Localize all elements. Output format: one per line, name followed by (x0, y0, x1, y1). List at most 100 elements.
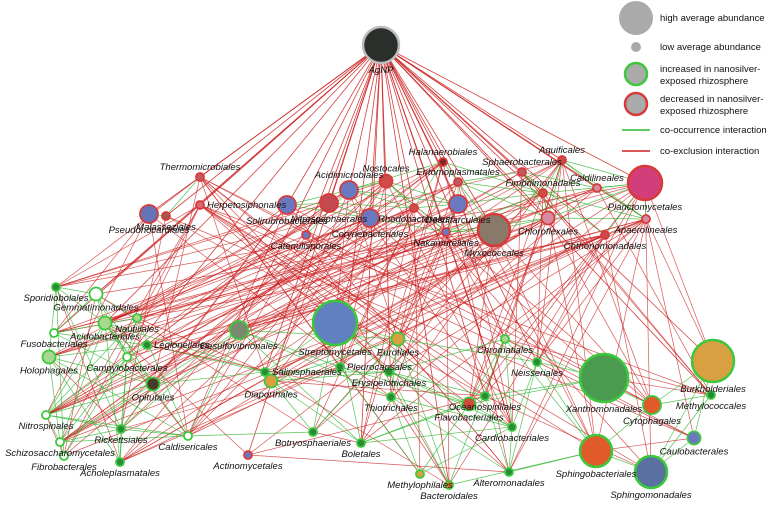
edge-Planctomycetales-Eurotiales (397, 182, 646, 340)
edge-Desulfovibrionales-Thiotrichales (238, 329, 392, 398)
edge-Anaerolineales-Boletales (360, 218, 647, 444)
edge-Aquificales-Neisseriales (536, 159, 563, 363)
edge-Opitutales-Schizosaccharomycetales (59, 383, 154, 443)
node-label-bacteroidales: Bacteroidales (420, 491, 478, 502)
edge-Oceanospirillales-Sphingomonadales (484, 395, 652, 473)
edge-Salinisphaerales-Bacteroidales (264, 371, 450, 486)
node-label-acholeplasmatales: Acholeplasmatales (79, 468, 160, 479)
node-label-burkholderiales: Burkholderiales (680, 384, 746, 395)
legend-high-abundance-label: high average abundance (660, 13, 765, 24)
node-label-nitrospinales: Nitrospinales (19, 421, 74, 432)
edge-Chromatiales-Erysipelotrichales (388, 338, 506, 373)
edge-AgNP-Acidimicrobiales (348, 44, 382, 191)
edge-Thermomicrobiales-Oceanospirillales (199, 176, 486, 397)
legend-low-abundance-marker (631, 42, 641, 52)
edge-Sporidiobolales-Acholeplasmatales (55, 286, 121, 463)
node-chromatiales (500, 334, 510, 344)
edge-Eurotiales-Diaporthales (270, 338, 399, 382)
edge-Entomoplasmatales-Eurotiales (397, 181, 459, 340)
edge-Cardiobacteriales-Methylophilales (419, 426, 513, 475)
node-acidimicrobiales (339, 180, 359, 200)
edge-Nautiliales-Caldisericales (136, 317, 189, 437)
node-flavobacteriales (461, 396, 477, 412)
node-label-myxococcales: Myxococcales (464, 248, 524, 259)
edge-Chthonomonadales-Oceanospirillales (484, 234, 606, 397)
edge-Planctomycetales-Flavobacteriales (468, 182, 646, 405)
edge-Fimbriimonadales-Schizosaccharomycetales (59, 192, 544, 443)
node-oceanospirillales (480, 391, 490, 401)
node-label-erysipelotrichales: Erysipelotrichales (352, 378, 427, 389)
edge-Aquificales-Nitrospinales (45, 159, 563, 416)
edge-Eurotiales-Alteromonadales (397, 338, 510, 473)
node-label-nostocales: Nostocales (363, 164, 410, 175)
edge-Planctomycetales-Burkholderiales (644, 182, 714, 362)
node-label-fimbriimonadales: Fimbriimonadales (506, 178, 581, 189)
node-label-aquificales: Aquificales (538, 145, 585, 156)
node-aquificales (557, 155, 567, 165)
edge-Eurotiales-Bacteroidales (397, 338, 450, 486)
node-label-desulfovibrionales: Desulfovibrionales (200, 341, 278, 352)
edge-Corynebacteriales-Nakamurellales (369, 217, 447, 233)
edge-Pleurocapsales-Rickettsiales (120, 366, 341, 430)
node-botryosphaeriales (308, 427, 318, 437)
edge-Halanaerobiales-Boletales (360, 161, 444, 444)
edge-AgNP-Aquificales (380, 44, 563, 161)
node-label-entomoplasmatales: Entomoplasmatales (416, 167, 500, 178)
edge-Acidobacteriales-Salinisphaerales (104, 322, 266, 373)
node-legionellales (142, 340, 152, 350)
node-label-legionellales: Legionellales (154, 340, 210, 351)
node-label-agnp: AgNP (368, 65, 394, 76)
edge-Sphaerobacterales-Fimbriimonadales (521, 171, 544, 194)
edge-AgNP-Desulfovibrionales (238, 44, 382, 331)
node-anaerolineales (641, 214, 651, 224)
node-label-sphingobacteriales: Sphingobacteriales (556, 469, 637, 480)
node-pleurocapsales (335, 362, 345, 372)
edge-AgNP-Pseudonocardiales (148, 44, 382, 215)
edge-Diaporthales-Boletales (270, 380, 362, 444)
edge-Caldilineales-Anaerolineales (596, 187, 647, 220)
node-label-halanaerobiales: Halanaerobiales (409, 147, 478, 158)
edge-Nitrososphaerales-Rhodobacterales (328, 202, 415, 209)
legend-cooccurrence-label: co-occurrence interaction (660, 125, 767, 136)
edge-Thermomicrobiales-Salinisphaerales (199, 176, 266, 373)
edge-Rhodobacterales-Diaporthales (270, 207, 415, 382)
node-nostocales (378, 173, 394, 189)
edge-Desulfarculales-Holophagales (48, 203, 459, 358)
edge-Aquificales-Chloroflexales (547, 159, 563, 219)
edge-Solirubrobacterales-Rickettsiales (120, 204, 288, 430)
node-label-rhodobacterales: Rhodobacterales (378, 214, 450, 225)
node-boletales (356, 438, 366, 448)
node-sphaerobacterales (517, 167, 527, 177)
edge-Campylobacterales-Acholeplasmatales (119, 356, 128, 463)
node-label-actinomycetales: Actinomycetales (212, 461, 282, 472)
edge-AgNP-Fimbriimonadales (380, 44, 544, 194)
edge-Sphaerobacterales-Methylococcales (521, 171, 712, 396)
edge-Planctomycetales-Sphingomonadales (644, 182, 652, 473)
node-label-thermomicrobiales: Thermomicrobiales (160, 162, 241, 173)
edge-Anaerolineales-Fibrobacterales (63, 218, 647, 457)
node-catenulisporales (301, 230, 311, 240)
node-label-xanthomonadales: Xanthomonadales (565, 404, 643, 415)
edge-Actinomycetales-Alteromonadales (247, 454, 510, 473)
node-label-thiotrichales: Thiotrichales (364, 403, 418, 414)
edge-Flavobacteriales-Methylophilales (419, 403, 470, 475)
node-caulobacterales (686, 430, 702, 446)
edge-Herpetosiphonales-Sporidiobolales (55, 204, 201, 288)
edge-Herpetosiphonales-Sphingomonadales (199, 204, 652, 473)
node-label-acidimicrobiales: Acidimicrobiales (314, 170, 384, 181)
node-label-caulobacterales: Caulobacterales (660, 447, 729, 458)
edge-Campylobacterales-Caldisericales (126, 356, 189, 437)
edge-Flavobacteriales-Cardiobacteriales (468, 403, 513, 428)
edge-Aquificales-Sphingobacteriales (561, 159, 597, 452)
edge-Acidimicrobiales-Holophagales (48, 189, 350, 358)
edge-Erysipelotrichales-Oceanospirillales (388, 371, 486, 397)
edge-Halanaerobiales-Opitutales (152, 161, 444, 385)
node-label-desulfarculales: Desulfarculales (426, 215, 491, 226)
edge-Fimbriimonadales-Legionellales (146, 192, 544, 346)
node-cardiobacteriales (507, 422, 517, 432)
edge-Myxococcales-Holophagales (48, 229, 495, 358)
edge-AgNP-Chloroflexales (380, 44, 549, 219)
node-label-rickettsiales: Rickettsiales (94, 435, 148, 446)
edge-Acidimicrobiales-Rhodobacterales (348, 189, 415, 209)
